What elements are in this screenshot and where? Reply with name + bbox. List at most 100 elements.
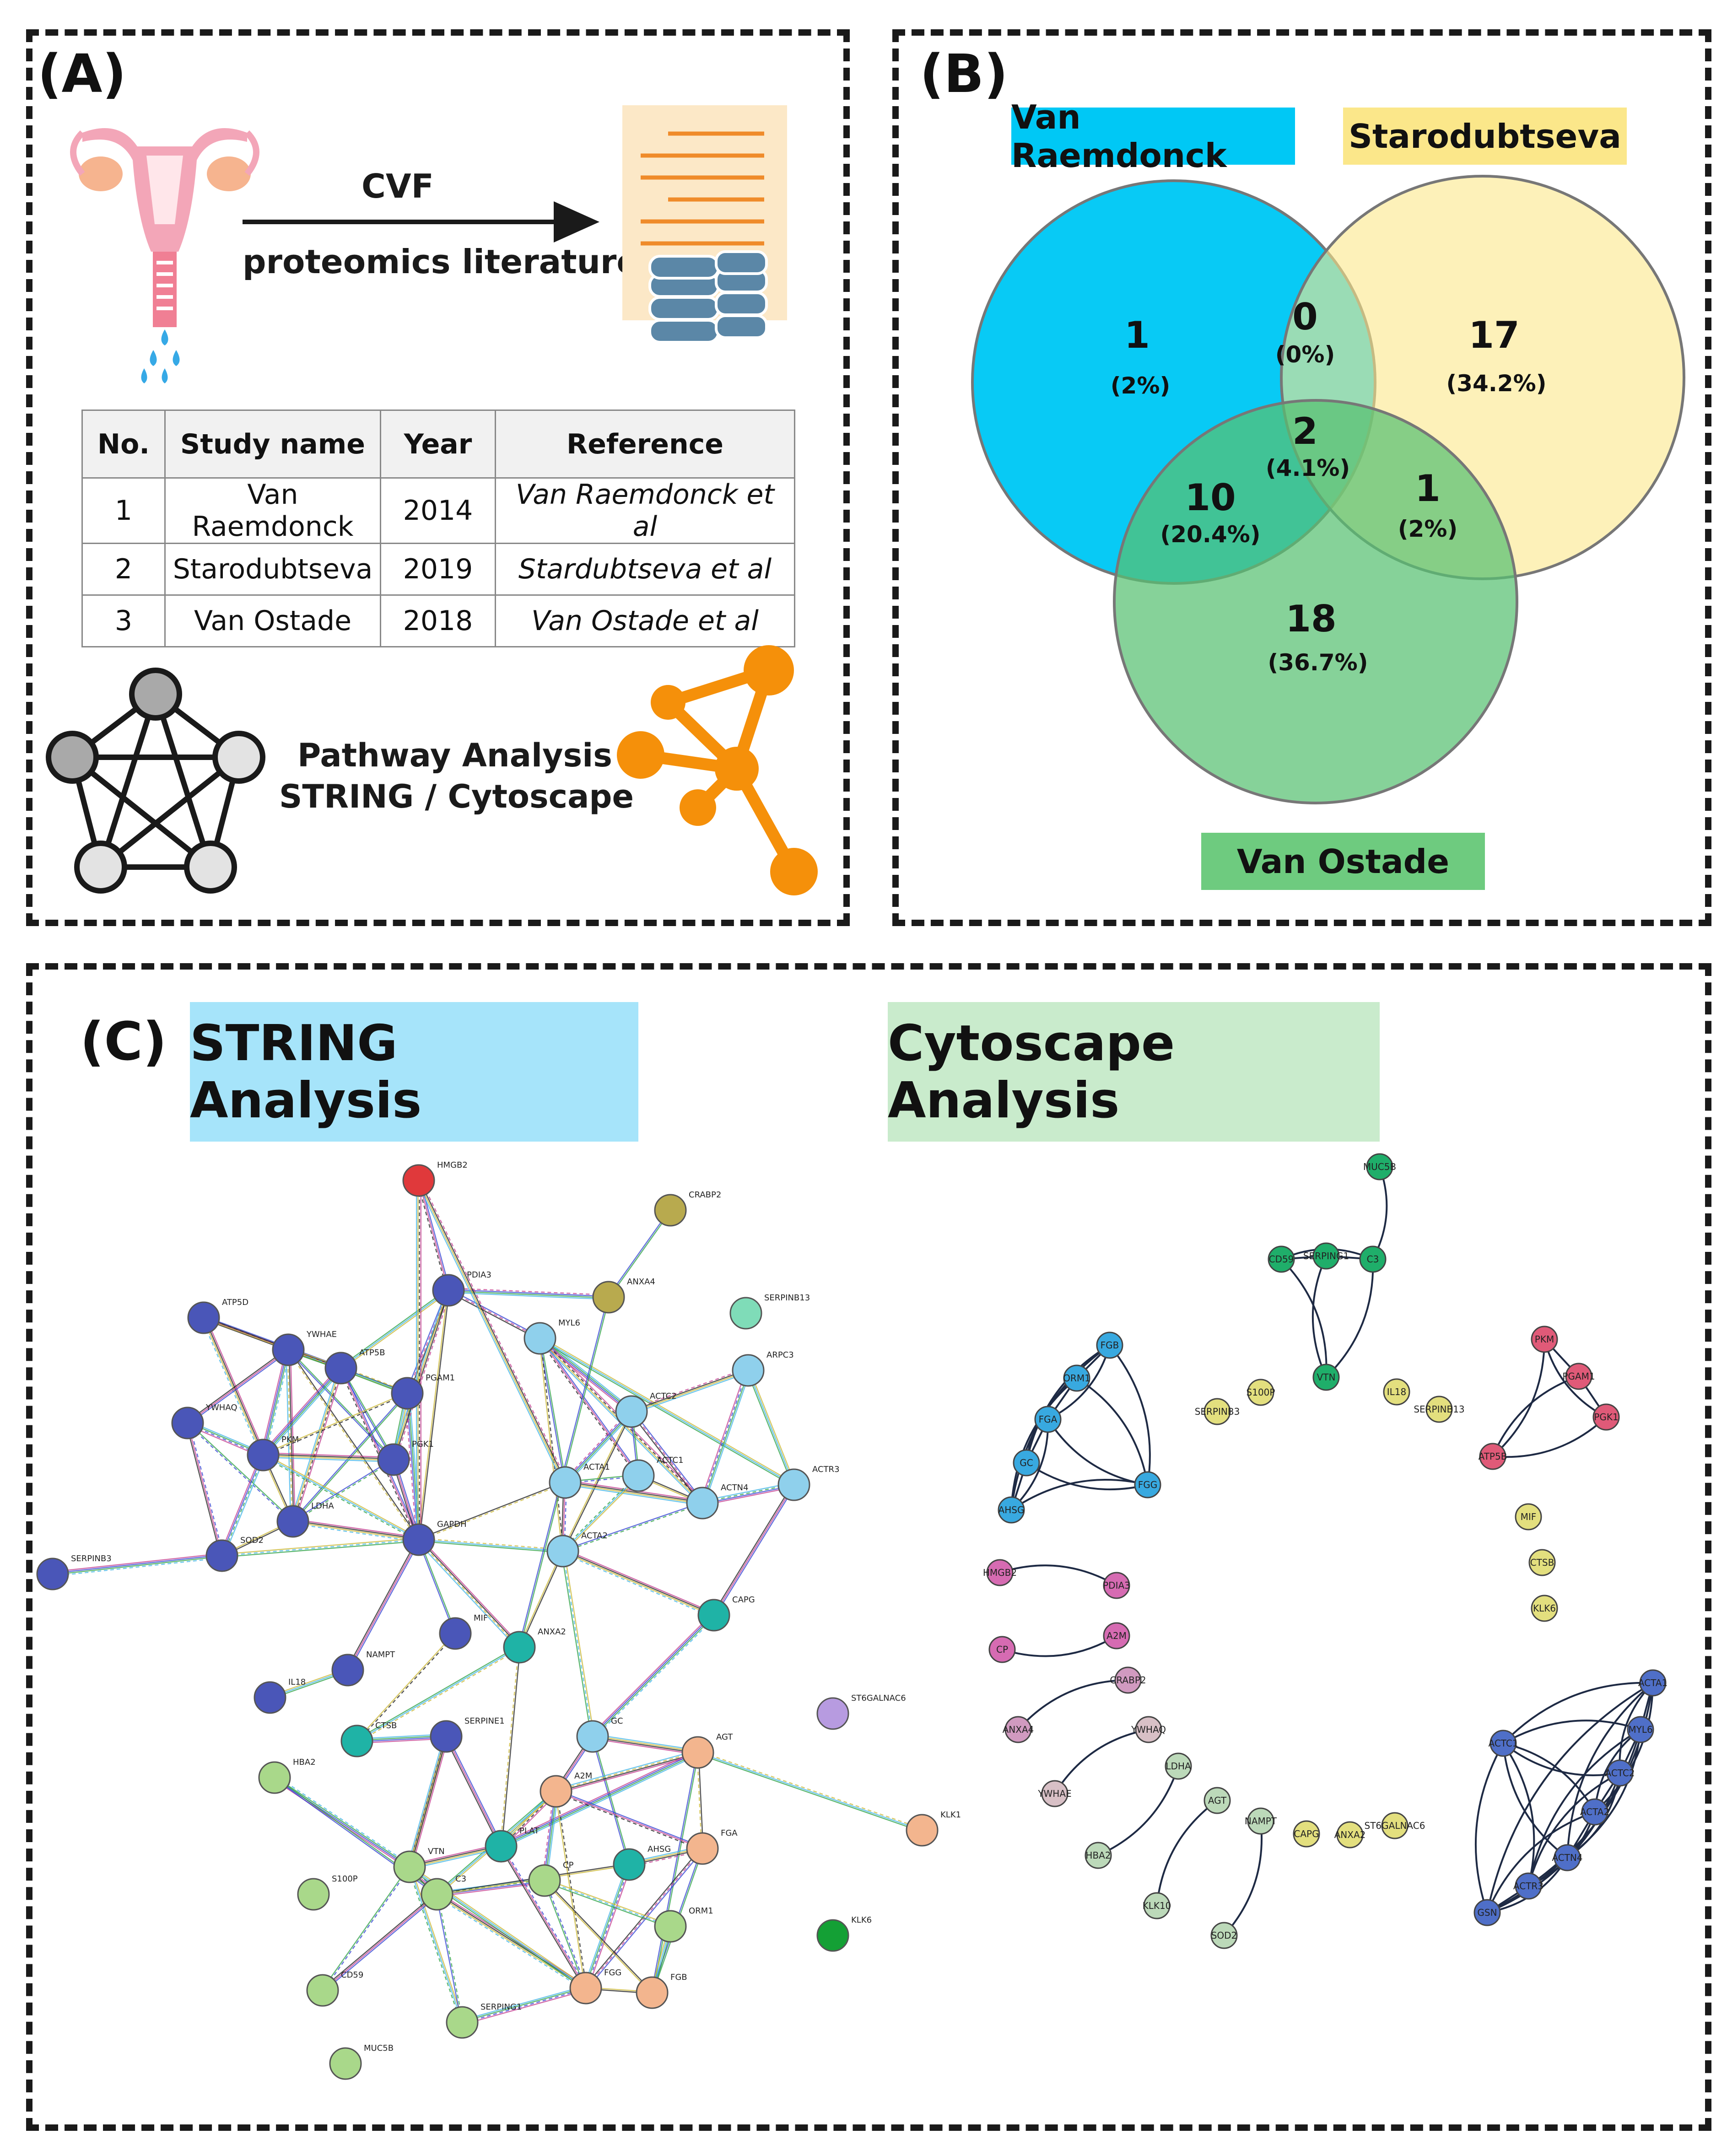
cytoscape-node[interactable]	[1606, 1759, 1634, 1787]
string-node[interactable]	[377, 1443, 410, 1476]
cytoscape-node[interactable]	[1366, 1153, 1393, 1180]
string-node[interactable]	[258, 1761, 291, 1794]
string-node[interactable]	[546, 1535, 579, 1568]
cytoscape-node[interactable]	[1041, 1780, 1069, 1807]
string-node[interactable]	[187, 1301, 220, 1334]
string-node[interactable]	[528, 1864, 561, 1897]
cytoscape-node[interactable]	[1359, 1245, 1387, 1273]
string-node[interactable]	[247, 1439, 280, 1471]
cytoscape-node[interactable]	[1515, 1503, 1542, 1531]
string-node[interactable]	[732, 1354, 765, 1387]
cytoscape-node[interactable]	[1490, 1730, 1517, 1757]
cytoscape-node[interactable]	[1515, 1872, 1542, 1900]
string-node[interactable]	[36, 1558, 69, 1590]
string-node[interactable]	[439, 1617, 472, 1650]
cytoscape-node[interactable]	[986, 1559, 1014, 1586]
cytoscape-node[interactable]	[1268, 1245, 1295, 1273]
string-node[interactable]	[430, 1720, 463, 1753]
cytoscape-node[interactable]	[1473, 1899, 1501, 1926]
string-node[interactable]	[654, 1194, 687, 1227]
string-node[interactable]	[569, 1972, 602, 2005]
string-node[interactable]	[523, 1322, 556, 1355]
cytoscape-node[interactable]	[1247, 1379, 1274, 1406]
string-node[interactable]	[681, 1736, 714, 1769]
cytoscape-node[interactable]	[1247, 1807, 1274, 1835]
string-node[interactable]	[686, 1487, 719, 1520]
string-node[interactable]	[592, 1281, 625, 1314]
cytoscape-node[interactable]	[1210, 1922, 1238, 1949]
string-node[interactable]	[306, 1974, 339, 2007]
cytoscape-node[interactable]	[1383, 1378, 1410, 1406]
cytoscape-node[interactable]	[1134, 1471, 1161, 1498]
cytoscape-node[interactable]	[1034, 1406, 1062, 1433]
cytoscape-node[interactable]	[1165, 1752, 1192, 1780]
cytoscape-node[interactable]	[1627, 1716, 1654, 1743]
cytoscape-edge	[1047, 1418, 1148, 1486]
string-node[interactable]	[171, 1407, 204, 1439]
string-node[interactable]	[393, 1850, 426, 1883]
cytoscape-node[interactable]	[1381, 1812, 1409, 1839]
string-node[interactable]	[654, 1910, 687, 1943]
cytoscape-node[interactable]	[1312, 1242, 1340, 1270]
cytoscape-node[interactable]	[1425, 1396, 1453, 1423]
cytoscape-node[interactable]	[998, 1496, 1025, 1524]
cytoscape-node[interactable]	[1096, 1331, 1123, 1359]
cytoscape-node[interactable]	[1135, 1716, 1162, 1743]
cytoscape-node[interactable]	[1063, 1364, 1090, 1392]
cytoscape-node[interactable]	[1312, 1364, 1340, 1391]
string-node[interactable]	[276, 1505, 309, 1538]
string-node[interactable]	[816, 1697, 849, 1730]
cytoscape-node[interactable]	[1565, 1363, 1592, 1390]
string-node[interactable]	[906, 1814, 939, 1847]
string-node[interactable]	[331, 1654, 364, 1687]
string-node[interactable]	[503, 1631, 536, 1664]
cytoscape-node[interactable]	[1293, 1820, 1320, 1848]
cytoscape-node[interactable]	[1103, 1622, 1130, 1649]
string-node[interactable]	[729, 1297, 762, 1330]
cytoscape-node[interactable]	[1143, 1892, 1171, 1919]
cytoscape-node[interactable]	[1531, 1326, 1558, 1353]
cytoscape-node[interactable]	[1204, 1787, 1231, 1814]
cytoscape-node[interactable]	[1114, 1666, 1142, 1694]
cytoscape-node-label: PDIA3	[1103, 1580, 1130, 1591]
string-node[interactable]	[329, 2047, 362, 2080]
cytoscape-node[interactable]	[1085, 1842, 1112, 1869]
cytoscape-node[interactable]	[1554, 1844, 1581, 1871]
string-node[interactable]	[576, 1720, 609, 1753]
string-node[interactable]	[402, 1523, 435, 1556]
cytoscape-node[interactable]	[1103, 1572, 1130, 1599]
cytoscape-node[interactable]	[1336, 1821, 1364, 1849]
string-node[interactable]	[615, 1395, 648, 1428]
string-node[interactable]	[324, 1352, 357, 1385]
cytoscape-node[interactable]	[1581, 1798, 1608, 1826]
string-node[interactable]	[636, 1976, 669, 2009]
string-node[interactable]	[402, 1164, 435, 1197]
cytoscape-node[interactable]	[1004, 1716, 1032, 1743]
string-node[interactable]	[272, 1333, 305, 1366]
cytoscape-node[interactable]	[1204, 1398, 1231, 1425]
string-node[interactable]	[254, 1681, 286, 1714]
string-node[interactable]	[549, 1466, 582, 1499]
cytoscape-node[interactable]	[1639, 1669, 1667, 1697]
string-node[interactable]	[622, 1459, 655, 1492]
string-node[interactable]	[446, 2006, 479, 2039]
cytoscape-node[interactable]	[1528, 1549, 1556, 1576]
cytoscape-node[interactable]	[1592, 1403, 1620, 1431]
cytoscape-node[interactable]	[1013, 1449, 1040, 1477]
string-node[interactable]	[297, 1878, 330, 1911]
string-node[interactable]	[697, 1599, 730, 1632]
cytoscape-node[interactable]	[988, 1636, 1016, 1663]
cytoscape-node[interactable]	[1479, 1443, 1506, 1470]
string-node[interactable]	[205, 1539, 238, 1572]
string-node[interactable]	[421, 1878, 453, 1911]
string-node[interactable]	[686, 1832, 719, 1865]
string-node[interactable]	[485, 1830, 518, 1863]
string-node[interactable]	[540, 1775, 572, 1808]
string-node[interactable]	[391, 1377, 424, 1410]
string-node[interactable]	[777, 1468, 810, 1501]
string-node[interactable]	[432, 1274, 465, 1307]
cytoscape-node[interactable]	[1531, 1595, 1558, 1622]
string-node[interactable]	[816, 1919, 849, 1952]
string-node[interactable]	[613, 1848, 646, 1881]
string-node[interactable]	[340, 1725, 373, 1757]
